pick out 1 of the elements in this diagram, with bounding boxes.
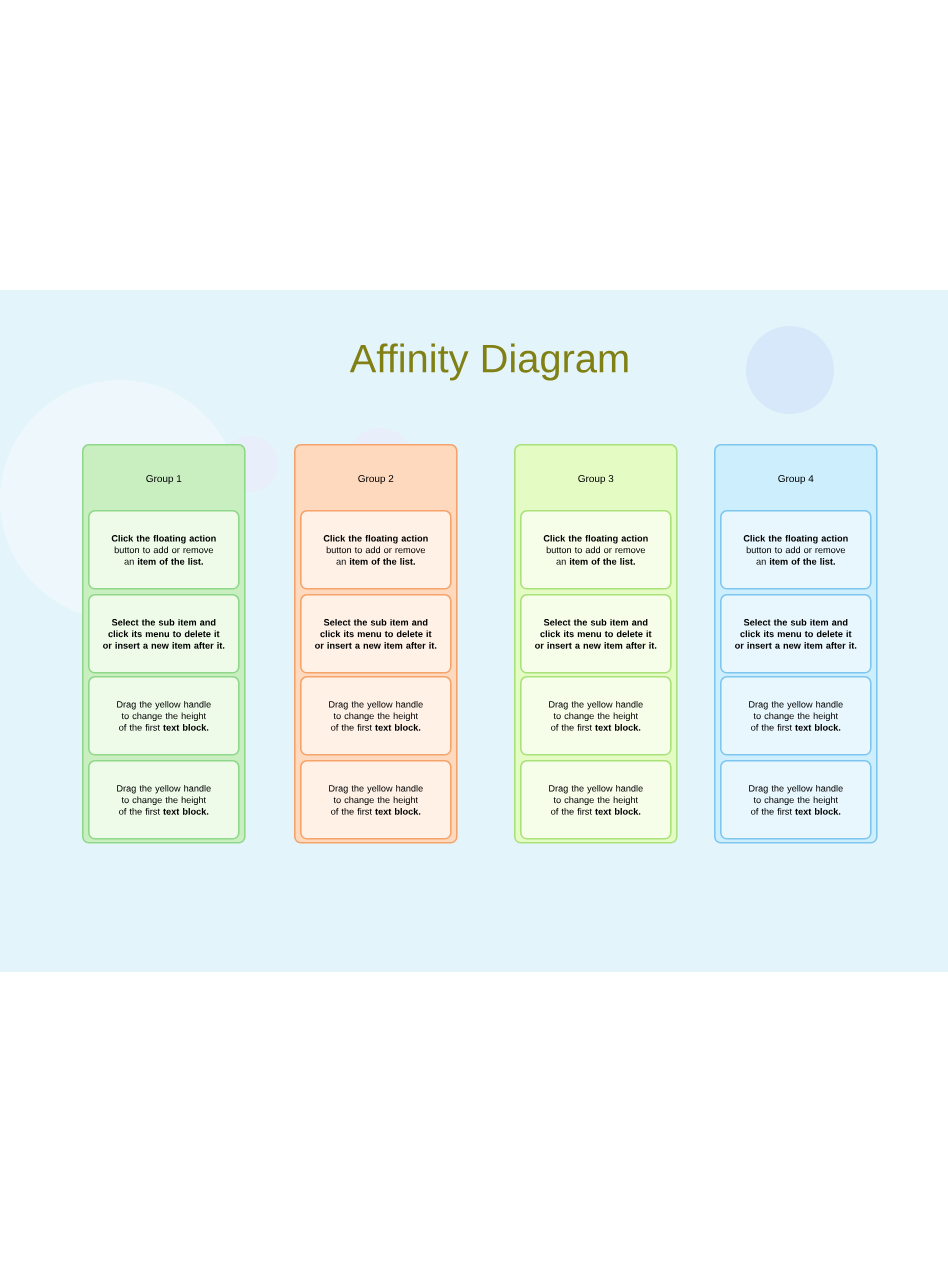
title: Affinity Diagram	[349, 343, 628, 381]
